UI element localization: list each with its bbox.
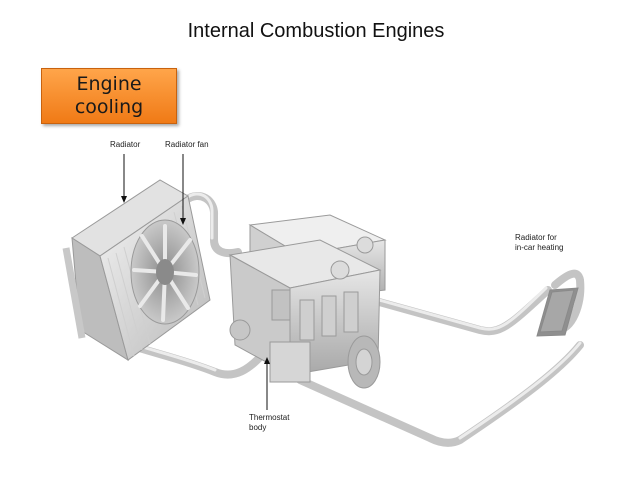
radiator-fan [130,219,200,325]
heater-radiator-label-line1: Radiator for [515,233,557,242]
radiator-label: Radiator [110,140,141,149]
leader-arrowheads [121,196,270,364]
section-badge: Engine cooling [41,68,177,124]
thermostat-label: Thermostat body [249,413,289,433]
radiator-fan-label: Radiator fan [165,140,209,149]
heater-radiator-label-line2: in-car heating [515,243,564,252]
engine-details [229,236,381,389]
slide-title: Internal Combustion Engines [187,20,445,42]
heater-radiator-label: Radiator for in-car heating [515,233,563,253]
section-badge-label: Engine cooling [74,73,144,118]
heater-radiator [536,287,579,337]
thermostat-label-line2: body [249,423,267,432]
leader-lines [123,154,268,410]
thermostat-label-line1: Thermostat [249,413,290,422]
